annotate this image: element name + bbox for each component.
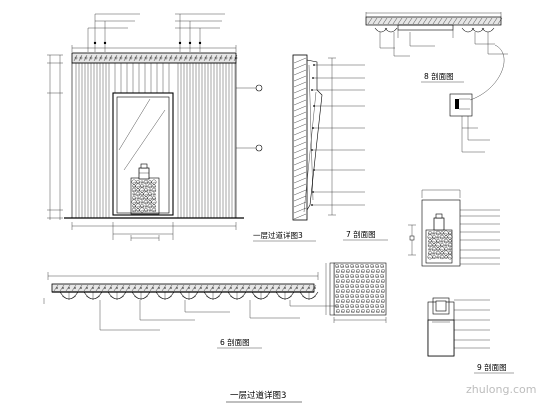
section-6-caption: 6 剖面图 <box>220 337 250 347</box>
elevation-view: 一层过道详图3 <box>47 13 316 242</box>
section-7-wall <box>292 54 308 221</box>
section-detail-small <box>449 44 505 153</box>
section-8-slab-hatch <box>367 17 503 25</box>
elevation-door-frame-outer <box>112 92 174 216</box>
section-8-view: 8 剖面图 <box>365 12 508 83</box>
section-8-ceiling-slab <box>365 16 502 26</box>
section-7-wall-hatch <box>293 57 307 220</box>
section-8-caption: 8 剖面图 <box>424 71 454 81</box>
ceiling-hatch <box>73 54 238 62</box>
section-7-caption: 7 剖面图 <box>346 229 376 239</box>
section-9-niche-pattern <box>427 230 453 260</box>
elevation-vase <box>138 163 150 180</box>
section-6-profile-units <box>59 291 319 300</box>
elevation-mirror-diagonal <box>118 98 151 151</box>
pattern-panel-view <box>325 262 387 323</box>
section-6-view: 6 剖面图 <box>43 272 338 349</box>
section-7-profile <box>306 59 323 211</box>
section-9-view: 9 剖面图 <box>408 189 514 374</box>
elevation-ceiling-band <box>71 52 237 64</box>
elevation-door-frame-inner <box>116 96 170 214</box>
section-6-wall-hatch <box>53 284 317 292</box>
elevation-bottom-dimensions <box>71 222 237 241</box>
section-9-lower-leaders <box>454 299 490 349</box>
elevation-vertical-strips <box>75 63 236 218</box>
elevation-left-dimensions <box>47 54 63 220</box>
section-7-view: 7 剖面图 <box>292 54 388 241</box>
section-9-leaders <box>460 209 500 265</box>
elevation-caption: 一层过道详图3 <box>253 230 303 240</box>
section-6-wall <box>51 283 315 293</box>
drawing-main-title: 一层过道详图3 <box>230 390 286 401</box>
elevation-niche-pattern <box>131 179 157 213</box>
elevation-section-markers <box>236 84 263 152</box>
elevation-top-leaders <box>87 13 225 52</box>
watermark-text: zhulong.com <box>466 383 536 396</box>
pattern-panel-ornament <box>335 264 385 313</box>
elevation-top-dimension <box>71 45 237 52</box>
section-7-leaders <box>311 64 365 206</box>
section-6-leaders <box>99 300 338 331</box>
section-9-caption: 9 剖面图 <box>477 362 507 372</box>
